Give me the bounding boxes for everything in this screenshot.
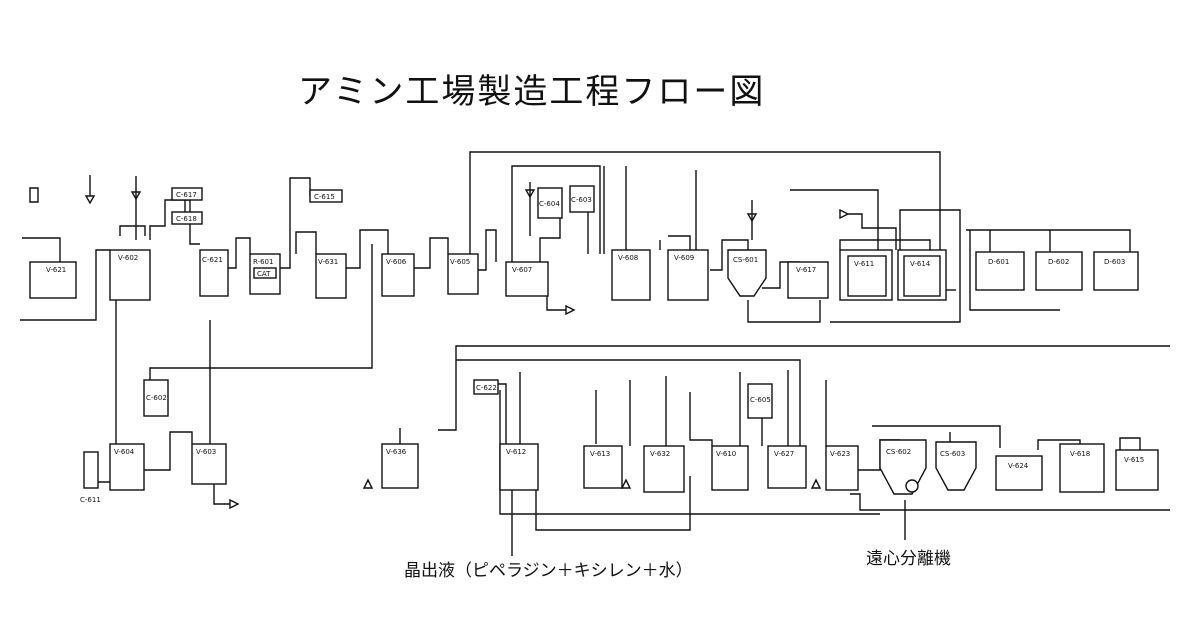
vessel-v627	[767, 445, 807, 489]
centrifuge-cs601	[727, 249, 767, 297]
vessel-v624	[995, 455, 1043, 491]
tag-cs603: CS-603	[940, 450, 965, 458]
vessel-v608	[611, 249, 651, 301]
column-c618	[171, 211, 203, 225]
tag-c622: C-622	[476, 384, 497, 392]
tag-v631: V-631	[318, 258, 338, 266]
lower-piping	[91, 345, 1170, 548]
tag-v612: V-612	[506, 448, 526, 456]
column-c617	[171, 187, 203, 201]
column-c605	[747, 383, 773, 419]
tag-v627: V-627	[774, 450, 794, 458]
tag-v636: V-636	[386, 448, 407, 456]
column-c611	[83, 451, 99, 489]
tag-v607: V-607	[512, 266, 532, 274]
arrow-markers	[84, 189, 850, 510]
upper-piping	[20, 151, 1131, 448]
tag-v611: V-611	[854, 260, 874, 268]
drum-d603	[1093, 251, 1139, 291]
vessel-v603	[191, 443, 227, 485]
vessel-v604	[109, 443, 145, 491]
column-c622	[473, 379, 499, 395]
tag-v617: V-617	[796, 266, 816, 274]
tag-c605: C-605	[750, 396, 771, 404]
vessel-v610	[711, 445, 749, 491]
tag-v632: V-632	[650, 450, 670, 458]
vessel-v617	[787, 261, 829, 299]
centrifuge-cs603	[935, 441, 977, 491]
equipment-upper: V-621 V-602 C-617 C-618 C-621 R-601 CAT …	[29, 185, 1139, 301]
drum-d602	[1035, 251, 1083, 291]
column-c602	[143, 379, 169, 417]
vessel-v602	[109, 249, 151, 301]
vessel-v614	[903, 255, 941, 297]
tag-v610: V-610	[716, 450, 736, 458]
caption-centrifuge: 遠心分離機	[866, 549, 951, 569]
vessel-v612	[499, 443, 539, 491]
tag-c611: C-611	[80, 496, 101, 504]
vessel-v621	[29, 261, 77, 299]
tag-v604: V-604	[114, 448, 135, 456]
tag-c615: C-615	[314, 193, 335, 201]
vessel-v609	[667, 249, 709, 301]
vessel-v605	[447, 253, 479, 295]
vessel-c621	[199, 249, 229, 297]
centrifuge-motor	[905, 479, 919, 493]
vessel-v631	[315, 253, 347, 299]
vessel-v607	[505, 261, 549, 297]
vessel-v613	[583, 445, 623, 489]
tag-r601: R-601	[253, 258, 273, 266]
tag-cat: CAT	[257, 270, 271, 278]
tag-v623: V-623	[830, 450, 850, 458]
tag-d601: D-601	[988, 258, 1009, 266]
tag-c621: C-621	[202, 256, 223, 264]
tag-v618: V-618	[1070, 450, 1090, 458]
tag-c604: C-604	[539, 200, 560, 208]
catalyst-box	[253, 267, 277, 279]
tag-cs602: CS-602	[886, 448, 911, 456]
tag-c617: C-617	[176, 191, 197, 199]
tag-v615: V-615	[1124, 456, 1144, 464]
tag-c602: C-602	[146, 394, 167, 402]
tag-v608: V-608	[618, 254, 638, 262]
tag-v621: V-621	[46, 266, 66, 274]
vessel-v636	[381, 443, 419, 489]
column-c603	[569, 185, 595, 213]
vessel-v615	[1115, 449, 1159, 491]
column-c604	[537, 187, 563, 219]
caption-crystal-liquid: 晶出液（ピペラジン＋キシレン＋水）	[404, 561, 693, 581]
tag-v603: V-603	[196, 448, 216, 456]
tag-v605: V-605	[450, 258, 470, 266]
tag-d602: D-602	[1048, 258, 1069, 266]
tag-c603: C-603	[571, 196, 592, 204]
tag-c618: C-618	[176, 215, 197, 223]
tag-v602: V-602	[118, 254, 138, 262]
tag-v624: V-624	[1008, 462, 1029, 470]
tag-d603: D-603	[1104, 258, 1125, 266]
drum-d601	[975, 251, 1025, 291]
vessel-v623	[825, 445, 859, 491]
tag-v609: V-609	[674, 254, 694, 262]
column-c615	[309, 189, 343, 203]
page-title: アミン工場製造工程フロー図	[298, 72, 766, 112]
equipment-lower: C-602 V-604 V-603 C-611 V-636 C-622 V-61…	[80, 379, 1159, 504]
tag-v614: V-614	[910, 260, 931, 268]
vessel-v606	[381, 253, 415, 297]
tag-cs601: CS-601	[733, 256, 758, 264]
vessel-v611	[847, 255, 887, 297]
tag-v613: V-613	[590, 450, 610, 458]
vessel-v632	[643, 445, 685, 493]
vessel-v618	[1059, 443, 1105, 493]
tag-v606: V-606	[386, 258, 407, 266]
